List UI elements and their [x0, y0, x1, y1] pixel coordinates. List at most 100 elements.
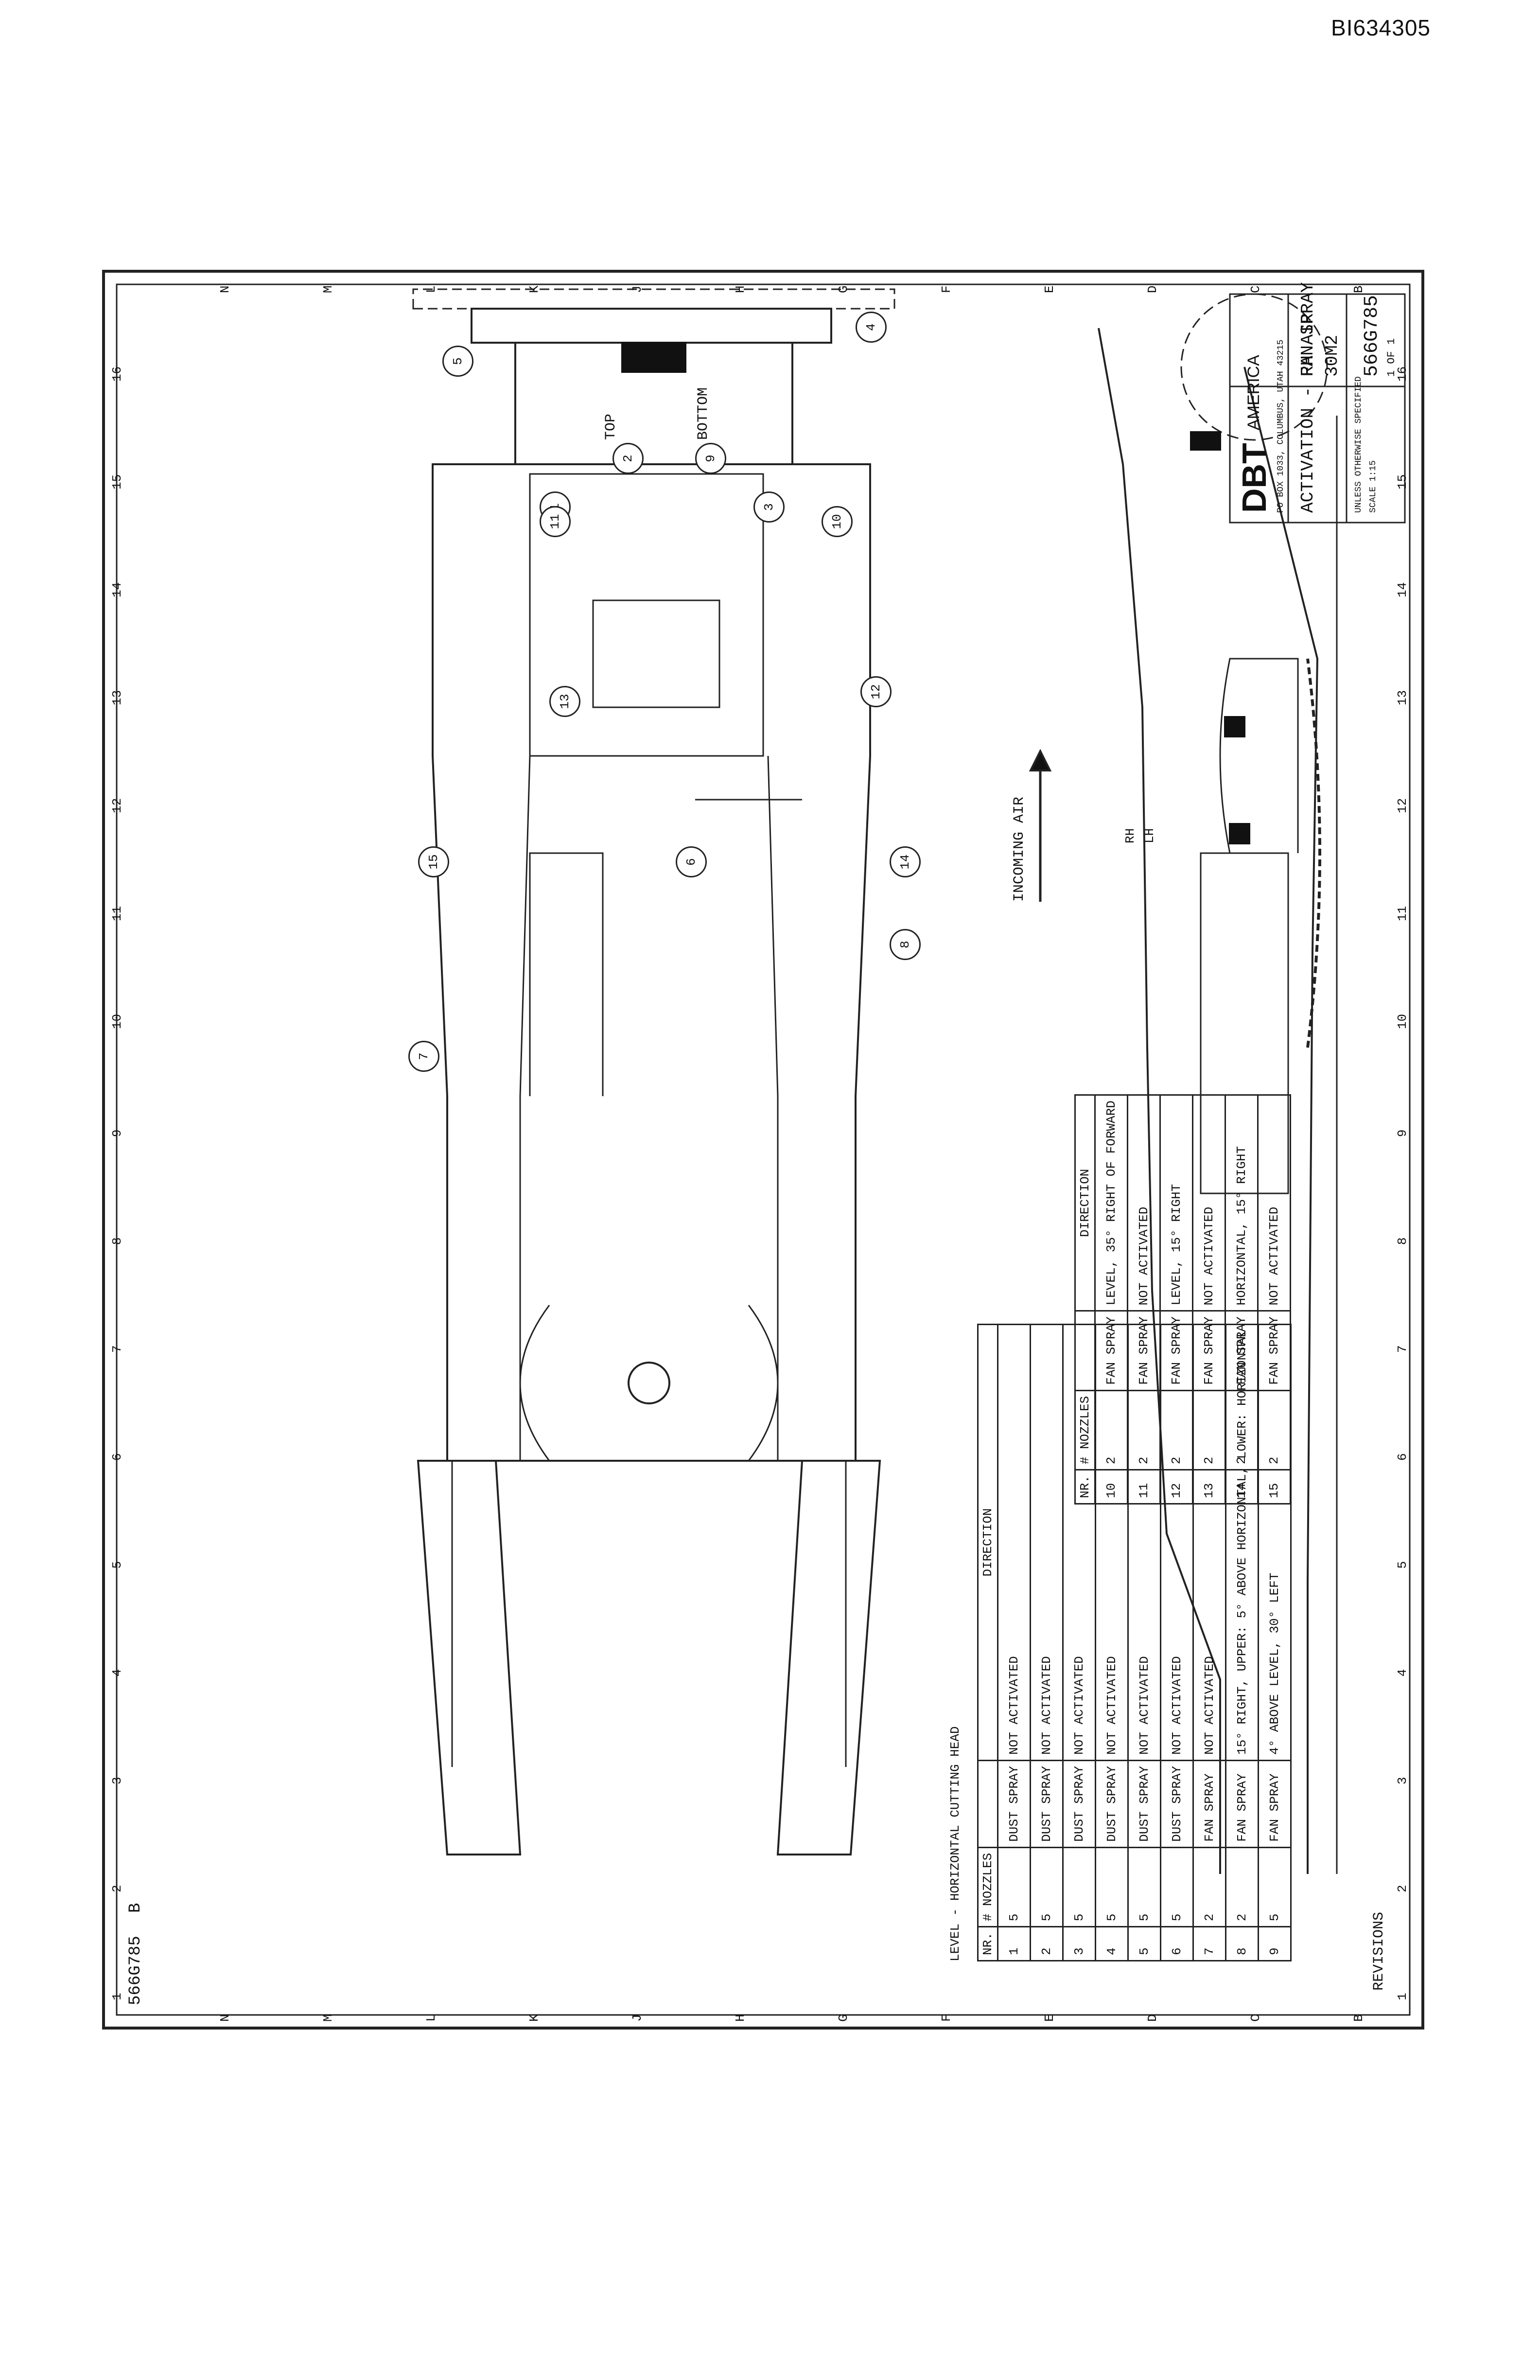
nozzle-table-2-cell: LEVEL, 35° RIGHT OF FORWARD [1095, 1095, 1128, 1311]
incoming-air-label: INCOMING AIR [1011, 796, 1028, 902]
callout-balloon: 10 [822, 506, 853, 537]
nozzle-table-2-cell: NOT ACTIVATED [1127, 1095, 1160, 1311]
nozzle-table-1-cell: 1 [998, 1926, 1031, 1961]
grid-letter-label: N [218, 2014, 232, 2022]
nozzle-table-2-cell: FAN SPRAY [1225, 1311, 1258, 1391]
grid-letter-label: F [939, 285, 954, 293]
nozzle-table-1-cell: FAN SPRAY [1193, 1760, 1226, 1848]
nozzle-table-1-cell: 3 [1063, 1926, 1096, 1961]
nozzle-table-1-cell: DUST SPRAY [1128, 1760, 1161, 1848]
nozzle-table-2-cell: FAN SPRAY [1127, 1311, 1160, 1391]
grid-letter-label: N [218, 285, 232, 293]
callout-balloon: 12 [860, 676, 892, 707]
nozzle-table-2-cell: LEVEL, 15° RIGHT [1160, 1095, 1193, 1311]
grid-number-label: 6 [1395, 1453, 1410, 1461]
nozzle-table-1-cell: DUST SPRAY [1063, 1760, 1096, 1848]
boom-lower [776, 1460, 881, 1855]
callout-balloon: 9 [695, 443, 726, 474]
rotated-drawing: DBT AMERICA PO BOX 1033, COLUMBUS, UTAH … [110, 280, 1415, 2022]
nozzle-table-1-cell: 6 [1160, 1926, 1193, 1961]
grid-letter-label: L [424, 285, 438, 293]
nozzle-table-2-cell: FAN SPRAY [1258, 1311, 1291, 1391]
company-address: PO BOX 1033, COLUMBUS, UTAH 43215 [1276, 339, 1286, 513]
revisions-label: REVISIONS [1371, 1911, 1387, 1991]
nozzle-table-2-cell: 2 [1095, 1390, 1128, 1470]
grid-letter-label: G [836, 285, 851, 293]
grid-letter-label: D [1145, 285, 1160, 293]
title-line-2: ACTIVATION - RH AIR [1298, 313, 1318, 513]
t2-header-direction: DIRECTION [1075, 1095, 1095, 1311]
grid-letter-label: J [630, 285, 645, 293]
grid-letter-label: D [1145, 2014, 1160, 2022]
company-suffix: AMERICA [1244, 355, 1263, 430]
drawing-sheet: DBT AMERICA PO BOX 1033, COLUMBUS, UTAH … [102, 270, 1424, 2030]
grid-letter-label: E [1042, 2014, 1057, 2022]
nozzle-table-1-cell: 7 [1193, 1926, 1226, 1961]
grid-number-label: 2 [1395, 1885, 1410, 1892]
nozzle-table-1-cell: DUST SPRAY [1030, 1760, 1063, 1848]
nozzle-table-2-cell: 2 [1160, 1390, 1193, 1470]
grid-letter-label: G [836, 2014, 851, 2022]
nozzle-table-1-cell: 2 [1193, 1847, 1226, 1927]
grid-number-label: 10 [110, 1014, 124, 1029]
scale-note: SCALE 1:15 [1368, 460, 1378, 513]
document-id: BI634305 [1331, 15, 1431, 40]
title-line-3: 30M2 [1322, 334, 1342, 377]
platform [529, 473, 764, 757]
callout-balloon: 13 [549, 686, 580, 717]
nozzle-table-1-cell: 4 [1095, 1926, 1128, 1961]
grid-letter-label: C [1248, 2014, 1263, 2022]
callout-balloon: 8 [890, 929, 921, 960]
grid-number-label: 5 [1395, 1561, 1410, 1569]
bottom-label: BOTTOM [695, 387, 712, 440]
nozzle-table-1-cell: NOT ACTIVATED [998, 1324, 1031, 1761]
callout-balloon: 7 [408, 1041, 439, 1072]
nozzle-table-1-cell: 5 [1128, 1926, 1161, 1961]
nozzle-table-1-cell: 8 [1225, 1926, 1259, 1961]
grid-number-label: 12 [110, 798, 124, 813]
top-label: TOP [603, 413, 619, 440]
grid-number-label: 9 [1395, 1129, 1410, 1137]
callout-balloon: 15 [418, 846, 449, 877]
grid-number-label: 14 [110, 582, 124, 597]
bottom-revision: B [126, 1903, 145, 1913]
grid-number-label: 12 [1395, 798, 1410, 813]
grid-letter-label: H [733, 2014, 748, 2022]
grid-number-label: 16 [1395, 366, 1410, 382]
boom-upper [417, 1460, 522, 1855]
callout-balloon: 6 [676, 846, 707, 877]
grid-number-label: 3 [1395, 1777, 1410, 1785]
t1-header-nr: NR. [978, 1926, 998, 1961]
nozzle-table-1-cell: 5 [1128, 1847, 1161, 1927]
nozzle-block [621, 342, 686, 373]
nozzle-table-2-cell: 15 [1258, 1470, 1291, 1504]
nozzle-table-2-cell: 14 [1225, 1470, 1258, 1504]
nozzle-table-1-cell: DUST SPRAY [1160, 1760, 1193, 1848]
company-logo-text: DBT [1235, 443, 1273, 513]
grid-letter-label: F [939, 2014, 954, 2022]
nozzle-table-1-cell: 2 [1225, 1847, 1259, 1927]
engineering-drawing [116, 283, 1411, 2016]
machine-body [432, 463, 871, 1462]
cutter-drum-frame [471, 308, 832, 344]
t1-header-nozzles: # NOZZLES [978, 1847, 998, 1927]
rh-label: RH [1123, 828, 1138, 843]
grid-letter-label: L [424, 2014, 438, 2022]
grid-number-label: 15 [110, 474, 124, 490]
tolerance-note: UNLESS OTHERWISE SPECIFIED [1354, 376, 1364, 513]
nozzle-table-2-cell: 13 [1192, 1470, 1225, 1504]
nozzle-table-2-cell: 2 [1127, 1390, 1160, 1470]
bottom-drawing-number: 566G785 [126, 1936, 145, 2005]
grid-number-label: 8 [1395, 1237, 1410, 1245]
callout-balloon: 14 [890, 846, 921, 877]
grid-number-label: 16 [110, 366, 124, 382]
callout-balloon: 5 [442, 346, 473, 377]
grid-number-label: 9 [110, 1129, 124, 1137]
drawing-number: 566G785 [1361, 295, 1383, 377]
nozzle-table-2-cell: 2 [1192, 1390, 1225, 1470]
